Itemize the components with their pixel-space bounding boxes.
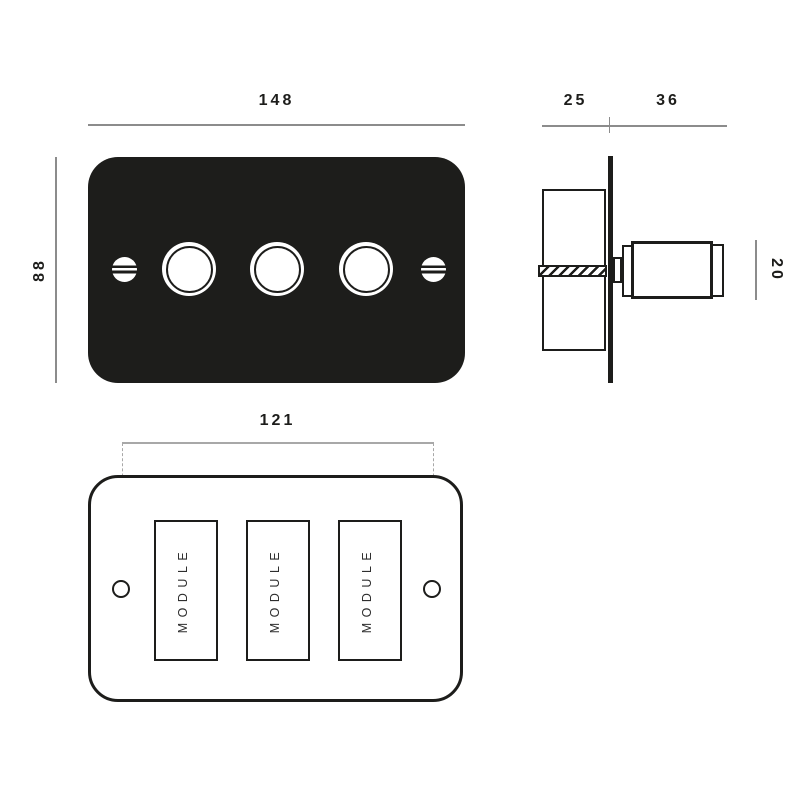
front-width-dimension-label: 148 (258, 92, 295, 109)
dimmer-knob-1 (162, 242, 216, 296)
front-height-dimension-label: 88 (31, 258, 48, 282)
module-bay-2: MODULE (245, 520, 310, 661)
faceplate-front (88, 157, 465, 383)
faceplate-rear-outline: MODULE MODULE MODULE (88, 475, 463, 702)
side-knob-diameter-dimension-line (755, 240, 757, 300)
module-bay-3: MODULE (337, 520, 402, 661)
knob-shaft-profile (613, 257, 622, 283)
module-bay-3-label: MODULE (359, 546, 374, 634)
rear-fixing-centres-dimension-line (122, 442, 434, 444)
dimmer-knob-2 (250, 242, 304, 296)
rear-fixing-centres-dimension-label: 121 (259, 412, 296, 429)
side-knob-diameter-dimension-label: 20 (768, 258, 785, 282)
module-bay-1-label: MODULE (175, 546, 190, 634)
side-top-dimension-line (542, 125, 727, 127)
faceplate-side-profile (608, 156, 613, 383)
fixing-screw-right-icon (420, 256, 446, 282)
fixing-screw-left-icon (111, 256, 137, 282)
fixing-hole-left-icon (112, 580, 130, 598)
fixing-hole-right-icon (423, 580, 441, 598)
front-width-dimension-line (88, 124, 465, 126)
threaded-fixing-screw (538, 265, 607, 277)
dimmer-knob-3 (339, 242, 393, 296)
module-bay-2-label: MODULE (267, 546, 282, 634)
front-height-dimension-line (55, 157, 57, 383)
side-dimension-tick (608, 117, 610, 133)
module-bay-1: MODULE (153, 520, 218, 661)
knob-body-profile (631, 241, 713, 299)
side-box-depth-dimension-label: 25 (563, 92, 588, 109)
side-knob-projection-dimension-label: 36 (656, 92, 680, 109)
